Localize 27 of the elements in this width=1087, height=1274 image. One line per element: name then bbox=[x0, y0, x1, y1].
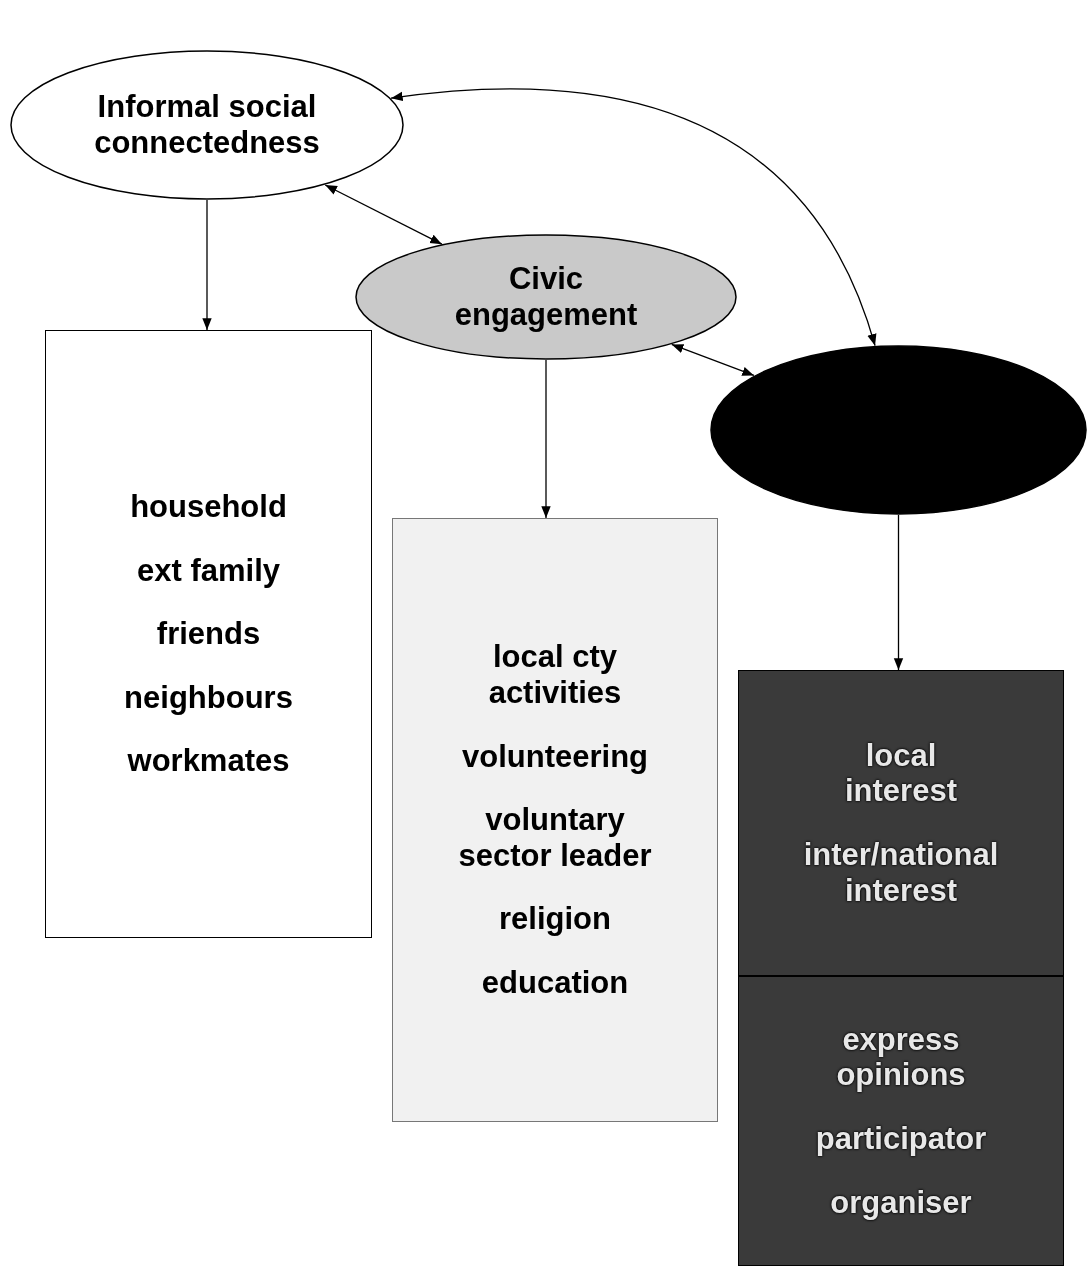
item-text: organiser bbox=[830, 1184, 972, 1221]
list-box bbox=[45, 330, 372, 938]
arrow bbox=[202, 199, 212, 331]
list-box bbox=[738, 670, 1064, 976]
item-text: inter/national interest bbox=[803, 837, 999, 909]
list-box bbox=[738, 976, 1064, 1266]
arrow bbox=[671, 343, 755, 377]
item-text: religion bbox=[499, 901, 611, 938]
item-text: education bbox=[481, 965, 629, 1001]
item-text: friends bbox=[156, 616, 261, 652]
item-text: voluntary sector leader bbox=[457, 802, 653, 874]
arrow bbox=[541, 359, 551, 519]
item-text: Civic engagement bbox=[454, 261, 638, 333]
item-text: household bbox=[130, 488, 287, 525]
item-text: local cty activities bbox=[487, 639, 623, 711]
item-text: workmates bbox=[127, 743, 290, 780]
item-text: express opinions bbox=[836, 1021, 966, 1093]
list-box bbox=[392, 518, 718, 1122]
item-text: volunteering bbox=[462, 738, 648, 775]
item-text: participator bbox=[815, 1121, 987, 1157]
item-text: Informal social connectedness bbox=[94, 89, 320, 161]
item-text: ext family bbox=[137, 552, 280, 589]
arrow bbox=[324, 184, 443, 245]
arrow bbox=[390, 88, 876, 347]
item-text: neighbours bbox=[124, 679, 293, 716]
item-text: local interest bbox=[845, 737, 957, 809]
arrow bbox=[893, 514, 904, 671]
